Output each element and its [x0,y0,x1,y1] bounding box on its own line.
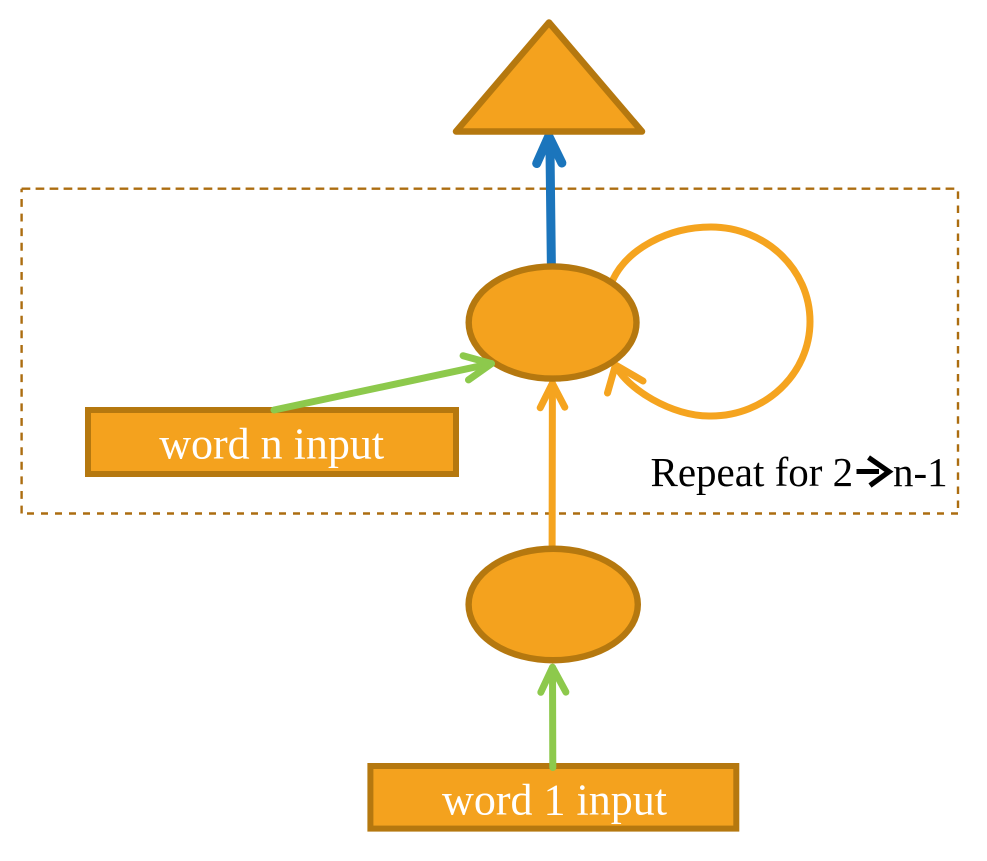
svg-text:word 1 input: word 1 input [442,776,667,825]
svg-text:word n input: word n input [159,420,384,469]
svg-text:n-1: n-1 [893,449,948,495]
svg-text:Repeat for 2: Repeat for 2 [651,449,854,495]
